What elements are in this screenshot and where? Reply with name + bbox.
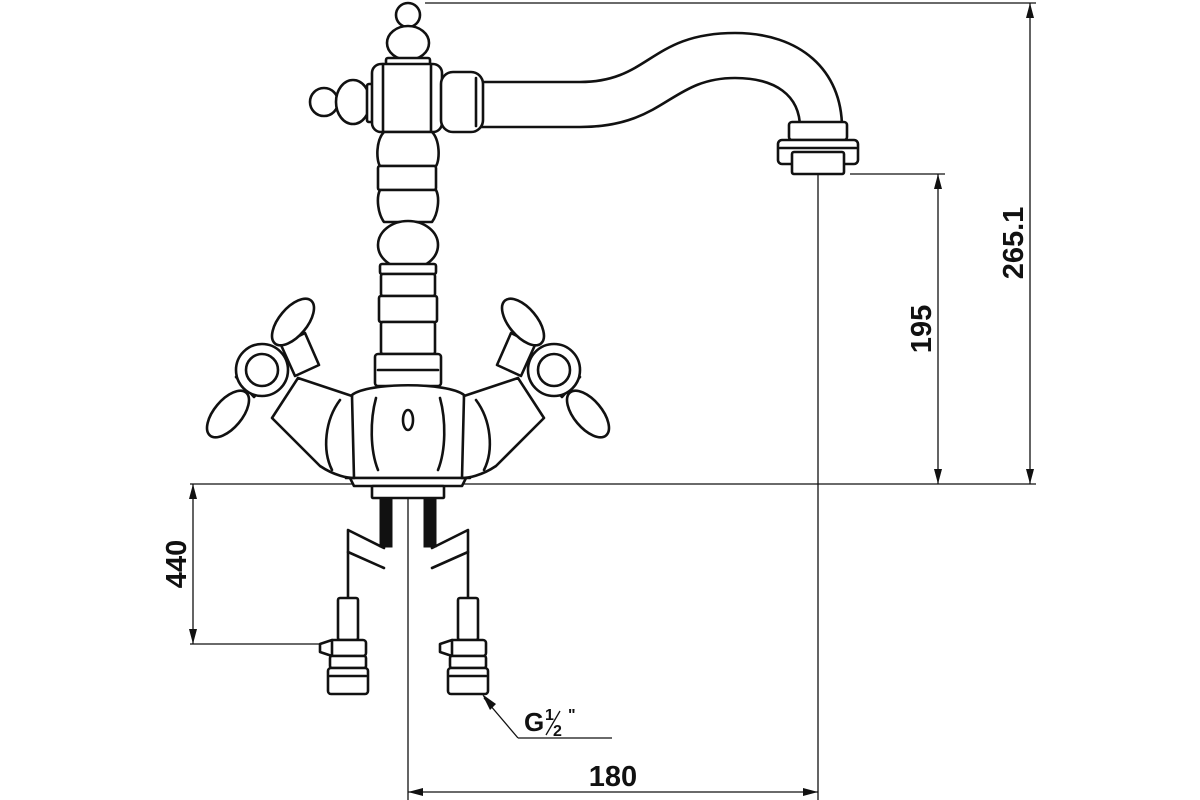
thread-size-label: G 1 2 " <box>524 707 576 740</box>
cross-handle-icon <box>495 297 611 439</box>
dimension-labels: 265.1 195 440 180 G 1 2 " <box>161 207 1030 793</box>
spout <box>478 31 844 130</box>
dim-label-180: 180 <box>589 761 637 793</box>
tap-body <box>344 383 472 480</box>
dimension-lines <box>189 2 1036 800</box>
cross-handle-icon <box>205 297 321 439</box>
thread-denominator: 2 <box>553 723 562 740</box>
dim-label-195: 195 <box>906 305 938 353</box>
dim-label-265: 265.1 <box>998 207 1030 280</box>
thread-numerator: 1 <box>545 707 554 724</box>
thread-prefix: G <box>524 707 544 737</box>
thread-inch-mark: " <box>568 707 576 724</box>
mixer-tap-icon <box>205 1 860 696</box>
dim-label-440: 440 <box>161 540 193 588</box>
